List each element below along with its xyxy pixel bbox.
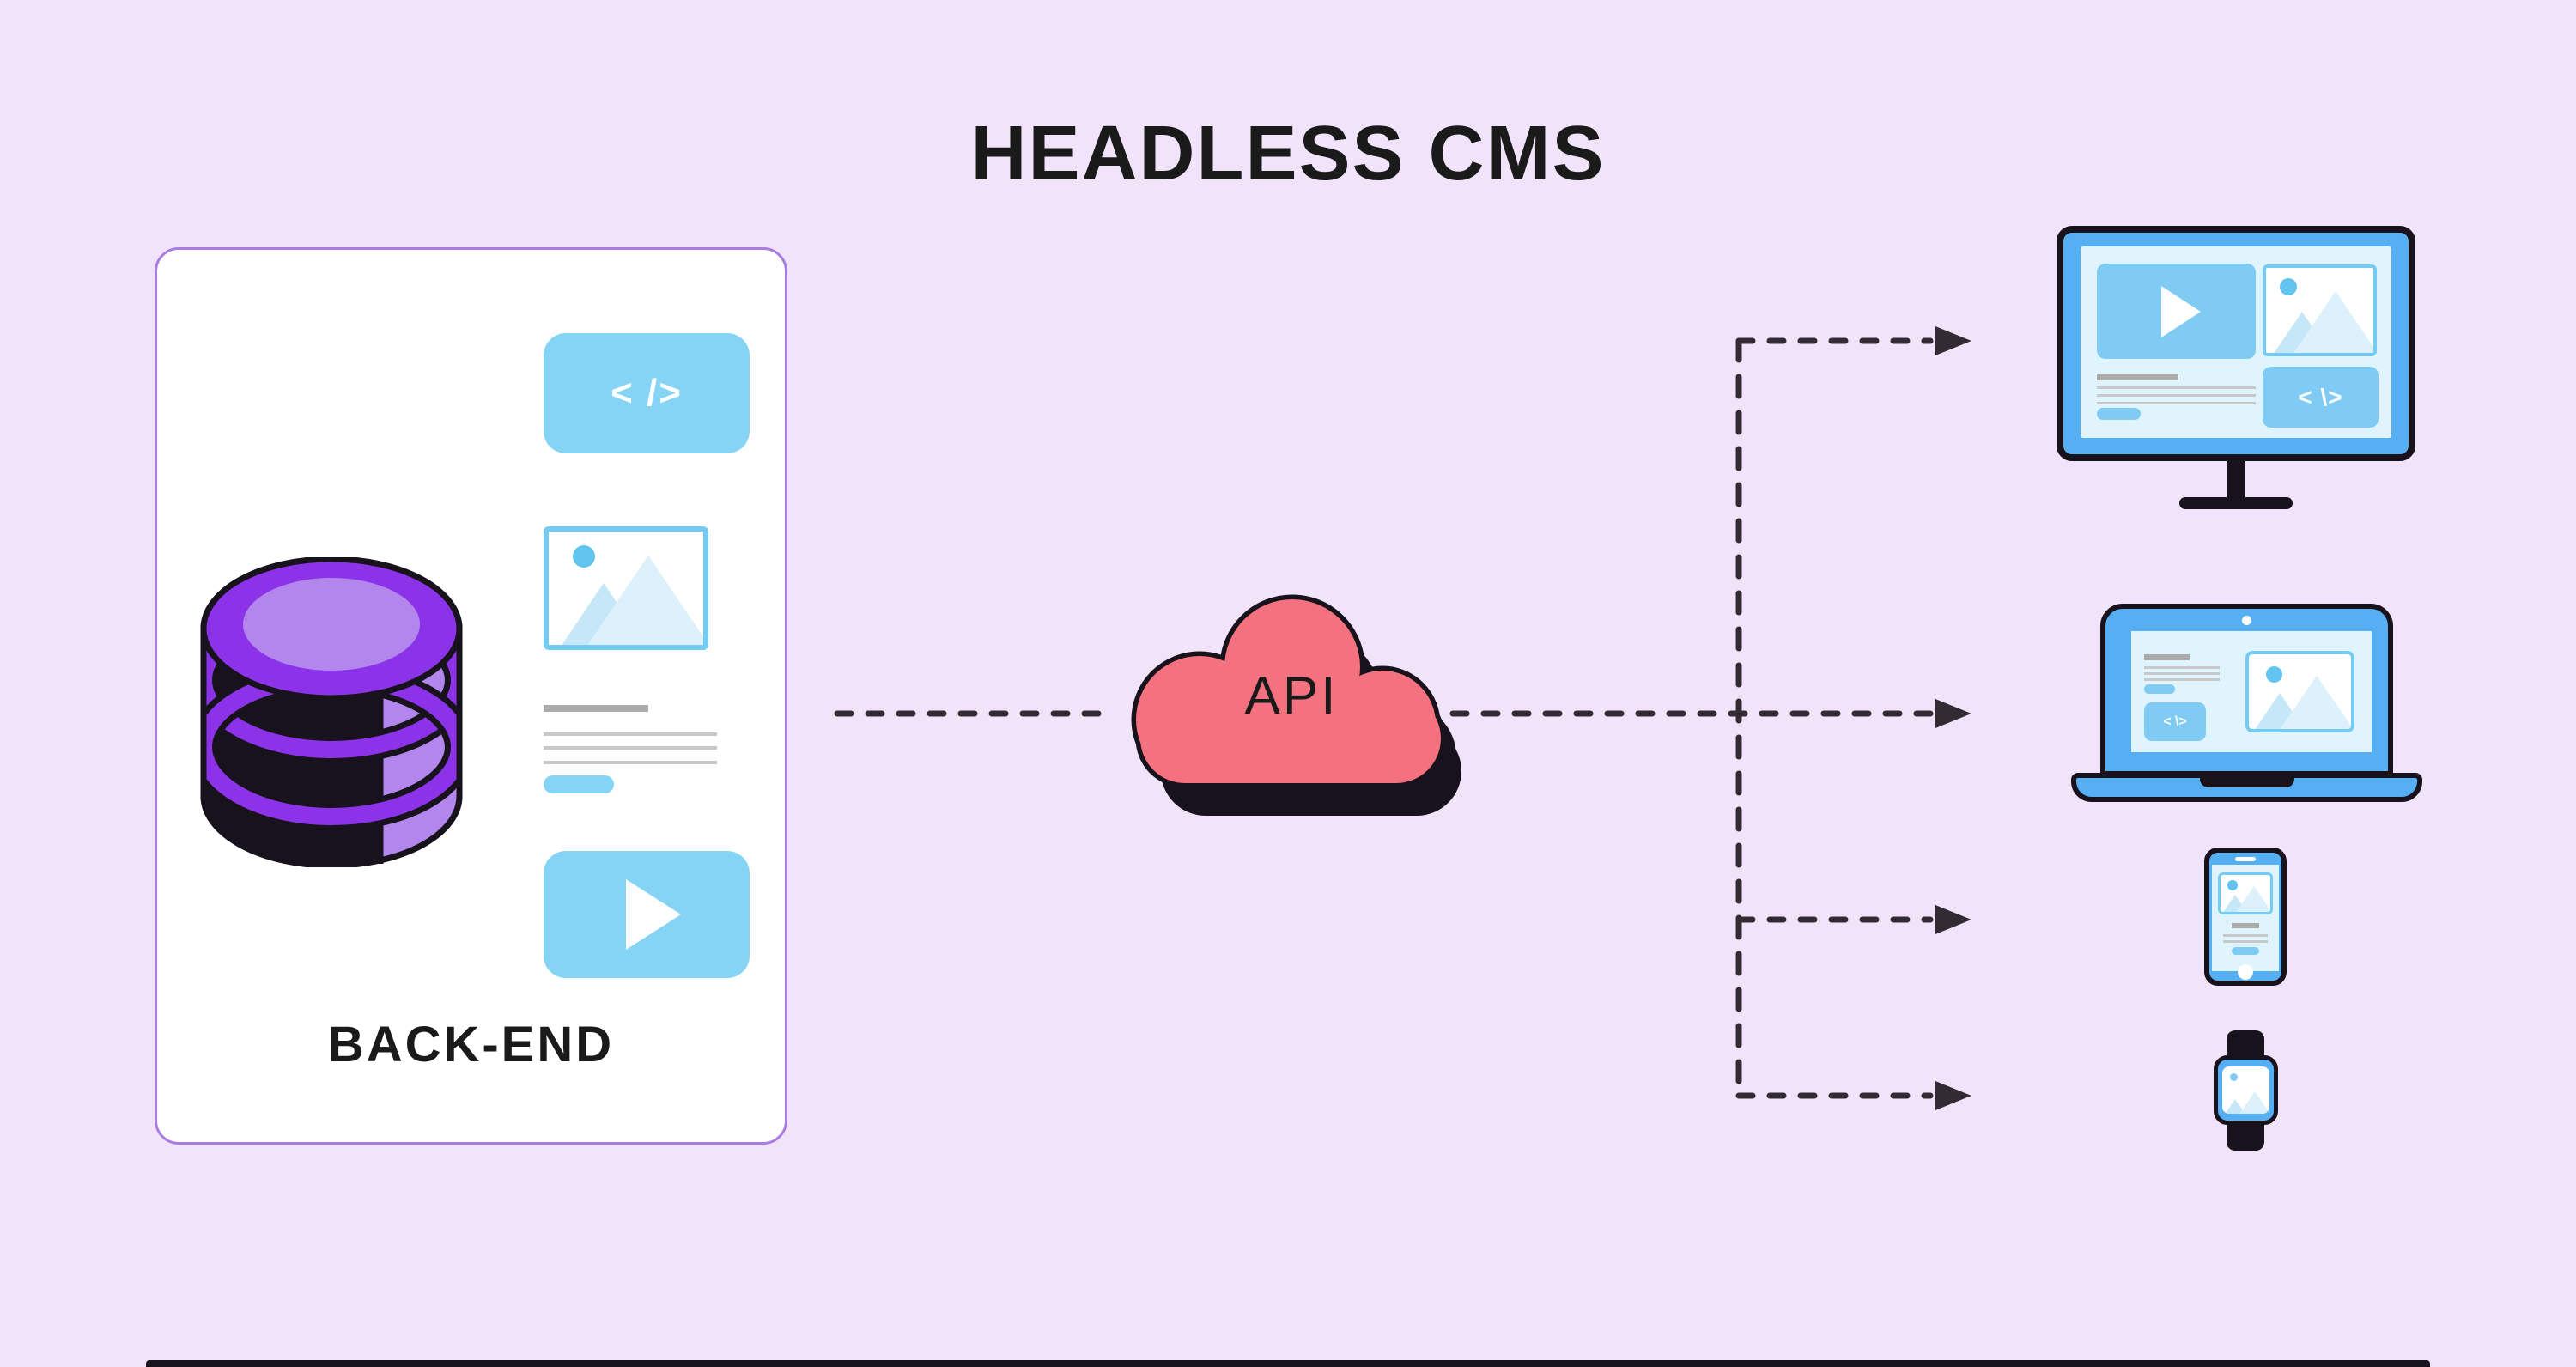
laptop-screen: < \> (2131, 631, 2372, 752)
text-heading-bar (544, 705, 648, 712)
page-title: HEADLESS CMS (970, 111, 1606, 197)
watch-case (2214, 1055, 2278, 1125)
code-glyph: < /> (611, 372, 683, 414)
code-block-icon: < \> (2144, 702, 2206, 741)
button-pill (2097, 408, 2141, 420)
phone-screen (2212, 865, 2279, 971)
text-line (2144, 678, 2220, 681)
smartwatch-icon (2214, 1030, 2278, 1151)
database-icon (200, 557, 463, 867)
laptop-lid: < \> (2100, 604, 2393, 776)
text-heading-bar (2232, 923, 2259, 928)
text-line (544, 732, 717, 736)
laptop-base (2071, 773, 2422, 802)
video-play-icon (544, 851, 750, 978)
api-label: API (1244, 666, 1339, 726)
smartphone-icon (2204, 848, 2287, 986)
code-block-icon: < /> (544, 333, 750, 453)
monitor-stand-neck (2227, 459, 2245, 501)
text-line (2097, 394, 2256, 397)
mountain-large (2293, 291, 2373, 353)
video-play-icon (2097, 264, 2256, 359)
text-line (544, 746, 717, 750)
code-glyph: < \> (2298, 383, 2343, 410)
backend-label: BACK-END (327, 1017, 615, 1072)
button-pill (2144, 684, 2175, 694)
laptop-icon: < \> (2071, 604, 2422, 804)
mountain-large (586, 556, 703, 645)
image-placeholder-icon (544, 526, 708, 650)
monitor-screen: < \> (2081, 246, 2391, 438)
text-line (2097, 402, 2256, 404)
watch-screen (2222, 1066, 2269, 1114)
image-sun-dot (2266, 666, 2282, 683)
image-placeholder-icon (2263, 264, 2377, 356)
text-line (544, 761, 717, 764)
api-cloud: API (1116, 584, 1477, 841)
laptop-camera-dot (2242, 616, 2251, 625)
image-sun-dot (2230, 1073, 2238, 1081)
desktop-monitor-icon: < \> (2057, 226, 2415, 511)
monitor-frame: < \> (2057, 226, 2415, 461)
text-heading-bar (2144, 654, 2190, 660)
bottom-edge-bar (146, 1360, 2430, 1367)
laptop-base-notch (2199, 778, 2294, 787)
text-heading-bar (2097, 374, 2178, 380)
text-line (2144, 672, 2220, 675)
mountain-large (2239, 1091, 2269, 1114)
code-block-icon: < \> (2263, 367, 2379, 428)
arrowheads (1935, 326, 1971, 1110)
image-placeholder-icon (2218, 872, 2273, 914)
text-line (2223, 940, 2268, 943)
mountain-large (2235, 886, 2270, 912)
mountain-large (2279, 676, 2351, 729)
phone-speaker (2235, 857, 2256, 861)
phone-home-button (2238, 964, 2253, 980)
button-pill (544, 775, 614, 793)
text-line (2223, 934, 2268, 937)
monitor-stand-base (2179, 497, 2293, 509)
play-triangle-icon (626, 879, 681, 950)
text-lines (544, 705, 750, 793)
watch-strap-bottom (2227, 1121, 2264, 1151)
backend-card: < /> BACK-END (155, 247, 787, 1145)
button-pill (2232, 947, 2259, 955)
text-line (2144, 666, 2220, 669)
image-placeholder-icon (2245, 651, 2354, 732)
cloud-icon (1131, 594, 1461, 816)
play-triangle-icon (2160, 285, 2201, 337)
text-line (2097, 386, 2256, 389)
code-glyph: < \> (2163, 714, 2187, 729)
